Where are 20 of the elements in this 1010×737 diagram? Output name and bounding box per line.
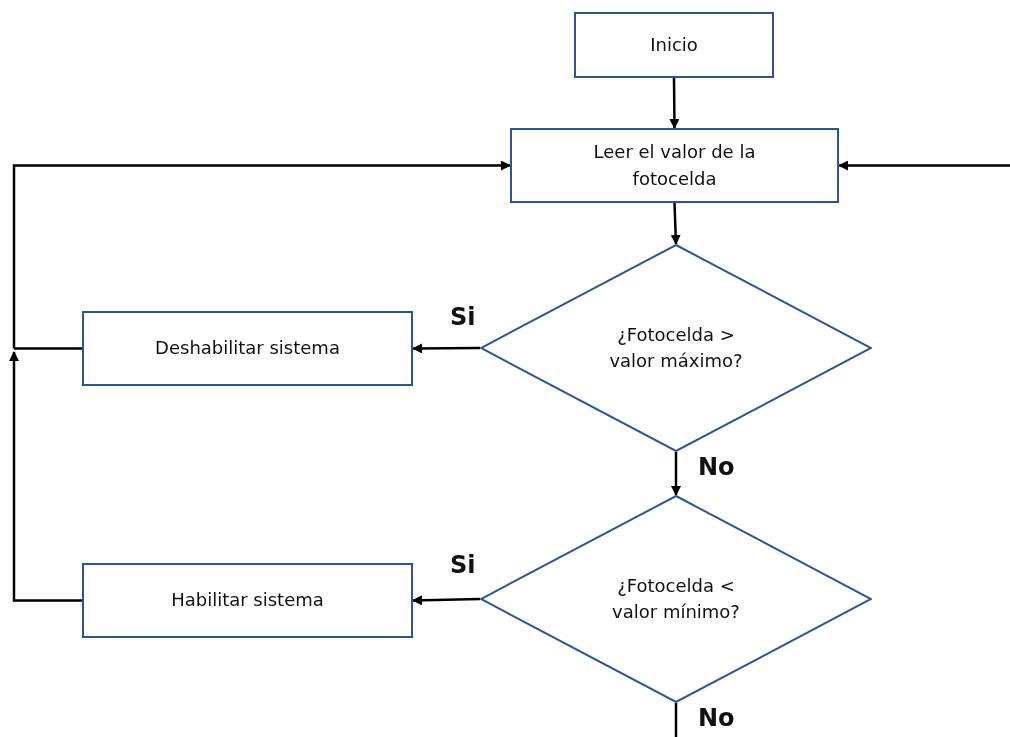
- arrow: [412, 343, 480, 354]
- arrow: [669, 78, 680, 129]
- process-box: [82, 311, 413, 386]
- decision-diamond: [480, 244, 872, 452]
- arrow: [9, 351, 82, 602]
- arrow: [670, 202, 681, 245]
- process-box: [82, 563, 413, 638]
- decision-diamond: [480, 495, 872, 703]
- start-box: [574, 12, 774, 78]
- arrow: [12, 160, 511, 349]
- arrow: [671, 452, 681, 496]
- node-text: Deshabilitar sistema: [155, 336, 340, 361]
- node-text: Leer el valor de la fotocelda: [592, 140, 757, 191]
- node-text: Habilitar sistema: [171, 588, 324, 613]
- node-text: ¿Fotocelda < valor mínimo?: [611, 573, 741, 624]
- node-text: ¿Fotocelda > valor máximo?: [608, 322, 744, 373]
- process-box: [510, 128, 839, 203]
- node-text: Inicio: [650, 32, 698, 57]
- arrow: [838, 160, 1010, 171]
- arrow: [412, 595, 481, 606]
